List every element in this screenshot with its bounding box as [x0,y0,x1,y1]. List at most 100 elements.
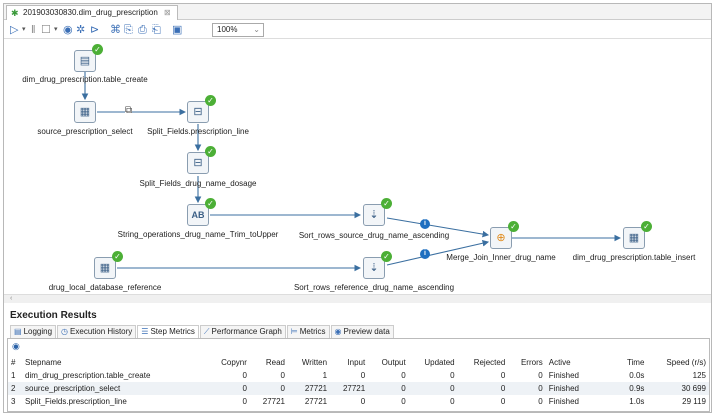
zoom-value: 100% [217,25,238,34]
run-icon[interactable]: ▷ [10,24,19,36]
success-check-icon: ✓ [205,146,216,157]
step-table-create[interactable]: ▤✓ [74,44,103,72]
info-icon[interactable]: i [420,219,430,229]
table-cell: Finished [548,384,579,393]
col-header[interactable]: Active [548,357,571,367]
table-cell: 0 [242,397,247,406]
col-header[interactable]: Speed (r/s) [666,357,706,367]
step-metrics-table: # Stepname Copynr Read Written Input Out… [8,355,709,408]
table-header: # Stepname Copynr Read Written Input Out… [8,355,709,369]
string-operations-icon: AB [191,210,205,220]
zoom-select[interactable]: 100% ⌄ [212,23,264,37]
col-header[interactable]: Copynr [221,357,247,367]
step-sort-ref[interactable]: ⇣✓ [363,251,392,279]
tab-metrics[interactable]: ⊨Metrics [286,325,330,338]
step-merge-join[interactable]: ⊕✓ [490,221,519,249]
col-header[interactable]: Stepname [25,357,62,367]
col-header[interactable]: Time [626,357,645,367]
replay-icon[interactable]: ⊳ [90,24,100,36]
tab-logging[interactable]: ▤Logging [10,325,57,338]
table-cell: 125 [692,371,706,380]
step-split-line[interactable]: ⊟✓ [187,95,216,123]
table-cell: 0 [242,384,247,393]
table-input-icon: ▦ [79,106,91,118]
success-check-icon: ✓ [205,95,216,106]
step-table-insert[interactable]: ▦✓ [623,221,652,249]
table-cell: 0 [280,384,285,393]
step-label: Sort_rows_source_drug_name_ascending [298,231,450,240]
step-string-ops[interactable]: AB✓ [187,198,216,226]
preview-icon[interactable]: ◉ [63,24,73,36]
success-check-icon: ✓ [92,44,103,55]
step-label: Split_Fields.prescription_line [147,127,249,136]
success-check-icon: ✓ [381,198,392,209]
editor-frame [3,3,712,413]
tab-performance-graph[interactable]: ⟋Performance Graph [199,325,286,338]
table-output-icon: ▦ [628,232,640,244]
table-cell: 0 [538,384,543,393]
close-icon[interactable]: ⊠ [164,8,171,17]
step-sort-source[interactable]: ⇣✓ [363,198,392,226]
table-cell: 0 [360,397,366,406]
col-header[interactable]: Input [347,357,366,367]
debug-icon[interactable]: ✲ [76,24,86,36]
col-header[interactable]: Errors [520,357,543,367]
step-label: Split_Fields_drug_name_dosage [139,179,257,188]
show-active-icon[interactable]: ◉ [12,341,20,351]
file-tab[interactable]: ✱ 201903030830.dim_drug_prescription ⊠ [6,5,178,20]
col-header[interactable]: Written [301,357,328,367]
sql-icon[interactable]: ⎙ [138,24,147,36]
col-header[interactable]: Read [265,357,285,367]
stop-icon[interactable]: ☐ [41,24,51,36]
step-label: source_prescription_select [37,127,133,136]
success-check-icon: ✓ [641,221,652,232]
table-cell: 0 [538,397,543,406]
table-cell: 27721 [304,384,328,393]
editor-tabbar: ✱ 201903030830.dim_drug_prescription ⊠ [4,4,711,20]
stop-dropdown-icon[interactable]: ▾ [54,26,58,33]
impact-icon[interactable]: ⎘ [124,24,133,36]
step-label: Sort_rows_reference_drug_name_ascending [293,283,455,292]
graph-icon: ⟋ [203,327,210,336]
table-cell: 0 [401,397,406,406]
hop[interactable] [386,217,490,238]
table-cell: dim_drug_prescription.table_create [25,371,151,380]
transformation-icon: ✱ [11,8,19,18]
verify-icon[interactable]: ⌘ [110,24,121,36]
step-label: String_operations_drug_name_Trim_toUpper [117,230,279,239]
col-header[interactable]: Output [381,357,406,367]
hop[interactable] [386,240,490,266]
col-header[interactable]: # [11,357,16,367]
table-cell: 2 [11,384,16,393]
success-check-icon: ✓ [112,251,123,262]
horizontal-scrollbar[interactable]: ‹ [4,294,711,303]
info-icon[interactable]: i [420,249,430,259]
run-dropdown-icon[interactable]: ▾ [22,26,26,33]
table-cell: 0 [360,371,366,380]
step-split-dosage[interactable]: ⊟✓ [187,146,216,174]
col-header[interactable]: Rejected [473,357,506,367]
col-header[interactable]: Updated [424,357,455,367]
log-icon: ▤ [14,327,22,336]
execution-results-title: Execution Results [10,310,97,321]
tab-execution-history[interactable]: ◷Execution History [57,325,137,338]
step-source-select[interactable]: ▦ [74,101,96,123]
table-cell: 0 [450,384,455,393]
merge-join-icon: ⊕ [496,232,506,244]
explore-db-icon[interactable]: ⎗ [152,24,161,36]
clock-icon: ◷ [61,327,69,336]
tab-preview-data[interactable]: ◉Preview data [330,325,394,338]
file-tab-title: 201903030830.dim_drug_prescription [23,8,158,17]
step-label: Merge_Join_Inner_drug_name [446,253,556,262]
scroll-left-icon[interactable]: ‹ [10,295,13,302]
transformation-canvas[interactable]: ▤✓ dim_drug_prescription.table_create ▦ … [4,40,711,294]
table-cell: 27721 [342,384,366,393]
tab-step-metrics[interactable]: ☰Step Metrics [137,325,199,338]
pause-icon[interactable]: ‖ [31,24,36,36]
table-cell: 1 [322,371,328,380]
step-local-ref[interactable]: ▦✓ [94,251,123,279]
show-results-icon[interactable]: ▣ [172,24,183,36]
